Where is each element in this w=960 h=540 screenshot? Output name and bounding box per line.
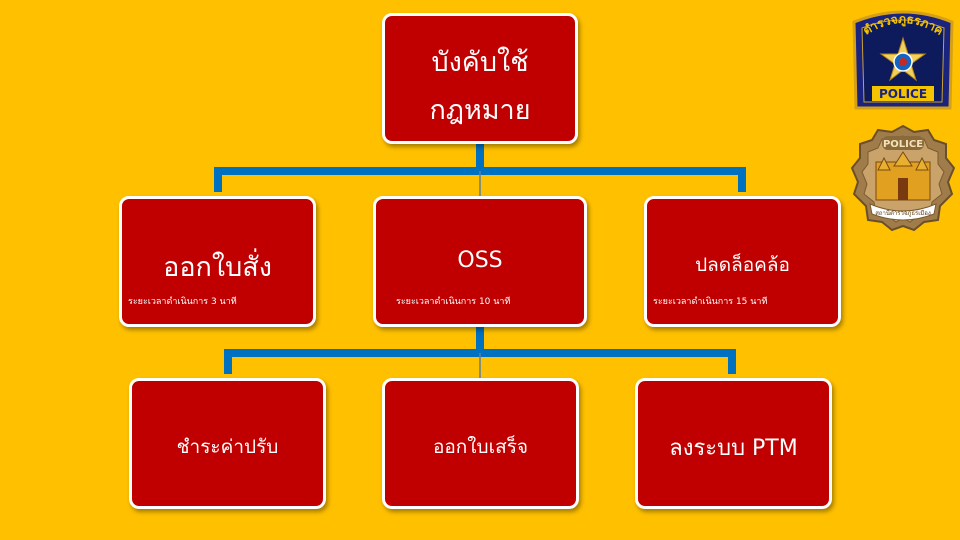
badge-bottom-text: สถานีตำรวจภูธรเมือง [875,209,931,217]
node-oss-title: OSS [457,248,503,273]
node-pay-fine: ชำระค่าปรับ [129,378,326,509]
star-emblem-icon [879,36,927,82]
temple-emblem-icon [875,151,931,201]
node-issue-receipt: ออกใบเสร็จ [382,378,579,509]
node-issue-ticket-note: ระยะเวลาดำเนินการ 3 นาที [128,297,237,307]
node-root-line2: กฎหมาย [429,95,531,126]
node-issue-ticket-title: ออกใบสั่ง [163,252,272,283]
node-wheel-unlock-title: ปลดล็อคล้อ [695,254,790,276]
node-pay-fine-title: ชำระค่าปรับ [176,436,279,458]
node-wheel-unlock-note: ระยะเวลาดำเนินการ 15 นาที [653,297,768,307]
node-issue-receipt-title: ออกใบเสร็จ [432,436,529,458]
node-root: บังคับใช้ กฎหมาย [382,13,578,144]
police-shield-logo: ตำรวจภูธรภาค POLICE [852,10,954,110]
node-ptm-record-title: ลงระบบ PTM [669,436,798,461]
node-issue-ticket: ออกใบสั่ง ระยะเวลาดำเนินการ 3 นาที [119,196,316,327]
node-wheel-unlock: ปลดล็อคล้อ ระยะเวลาดำเนินการ 15 นาที [644,196,841,327]
badge-top-text: POLICE [883,139,923,150]
node-root-line1: บังคับใช้ [431,47,529,78]
police-badge-logo: POLICE สถานีตำรวจภูธรเมือง [850,124,956,232]
shield-bottom-text: POLICE [879,87,927,101]
node-ptm-record: ลงระบบ PTM [635,378,832,509]
node-oss: OSS ระยะเวลาดำเนินการ 10 นาที [373,196,587,327]
node-oss-note: ระยะเวลาดำเนินการ 10 นาที [396,297,511,307]
